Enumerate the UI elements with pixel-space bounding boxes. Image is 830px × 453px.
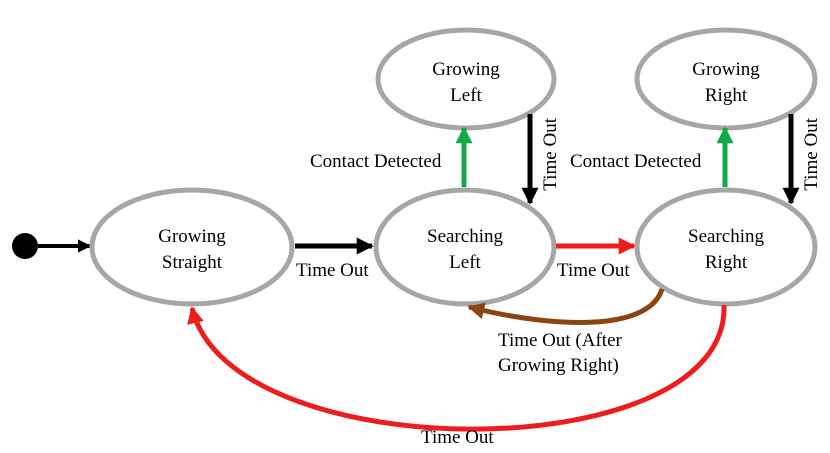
state-label-growing-straight-1: Growing	[158, 226, 226, 247]
label-search-right-to-search-left-2: Growing Right)	[498, 355, 619, 376]
state-label-searching-left-2: Left	[449, 252, 481, 273]
state-label-searching-right-2: Right	[705, 252, 748, 273]
state-label-growing-left-2: Left	[450, 85, 482, 106]
state-label-searching-left-1: Searching	[427, 226, 503, 247]
label-search-right-to-search-left-1: Time Out (After	[498, 330, 623, 351]
label-growing-right-to-search-right: Time Out	[801, 117, 822, 190]
label-search-left-to-search-right: Time Out	[557, 260, 630, 281]
state-label-growing-right-2: Right	[705, 85, 748, 106]
initial-state-dot	[12, 233, 38, 259]
state-label-searching-right-1: Searching	[688, 226, 764, 247]
state-growing-straight	[89, 187, 295, 307]
label-straight-to-search-left: Time Out	[296, 260, 369, 281]
label-search-right-to-straight: Time Out	[421, 427, 494, 448]
state-label-growing-right-1: Growing	[692, 59, 760, 80]
label-growing-left-to-search-left: Time Out	[540, 117, 561, 190]
state-label-growing-straight-2: Straight	[162, 252, 223, 273]
arrow-search-right-to-search-left	[467, 288, 665, 325]
arrow-search-right-to-straight	[187, 304, 727, 432]
state-searching-left	[373, 187, 557, 307]
state-searching-right	[634, 187, 818, 307]
label-search-right-to-growing-right: Contact Detected	[570, 151, 702, 172]
label-search-left-to-growing-left: Contact Detected	[310, 151, 442, 172]
state-label-growing-left-1: Growing	[432, 59, 500, 80]
